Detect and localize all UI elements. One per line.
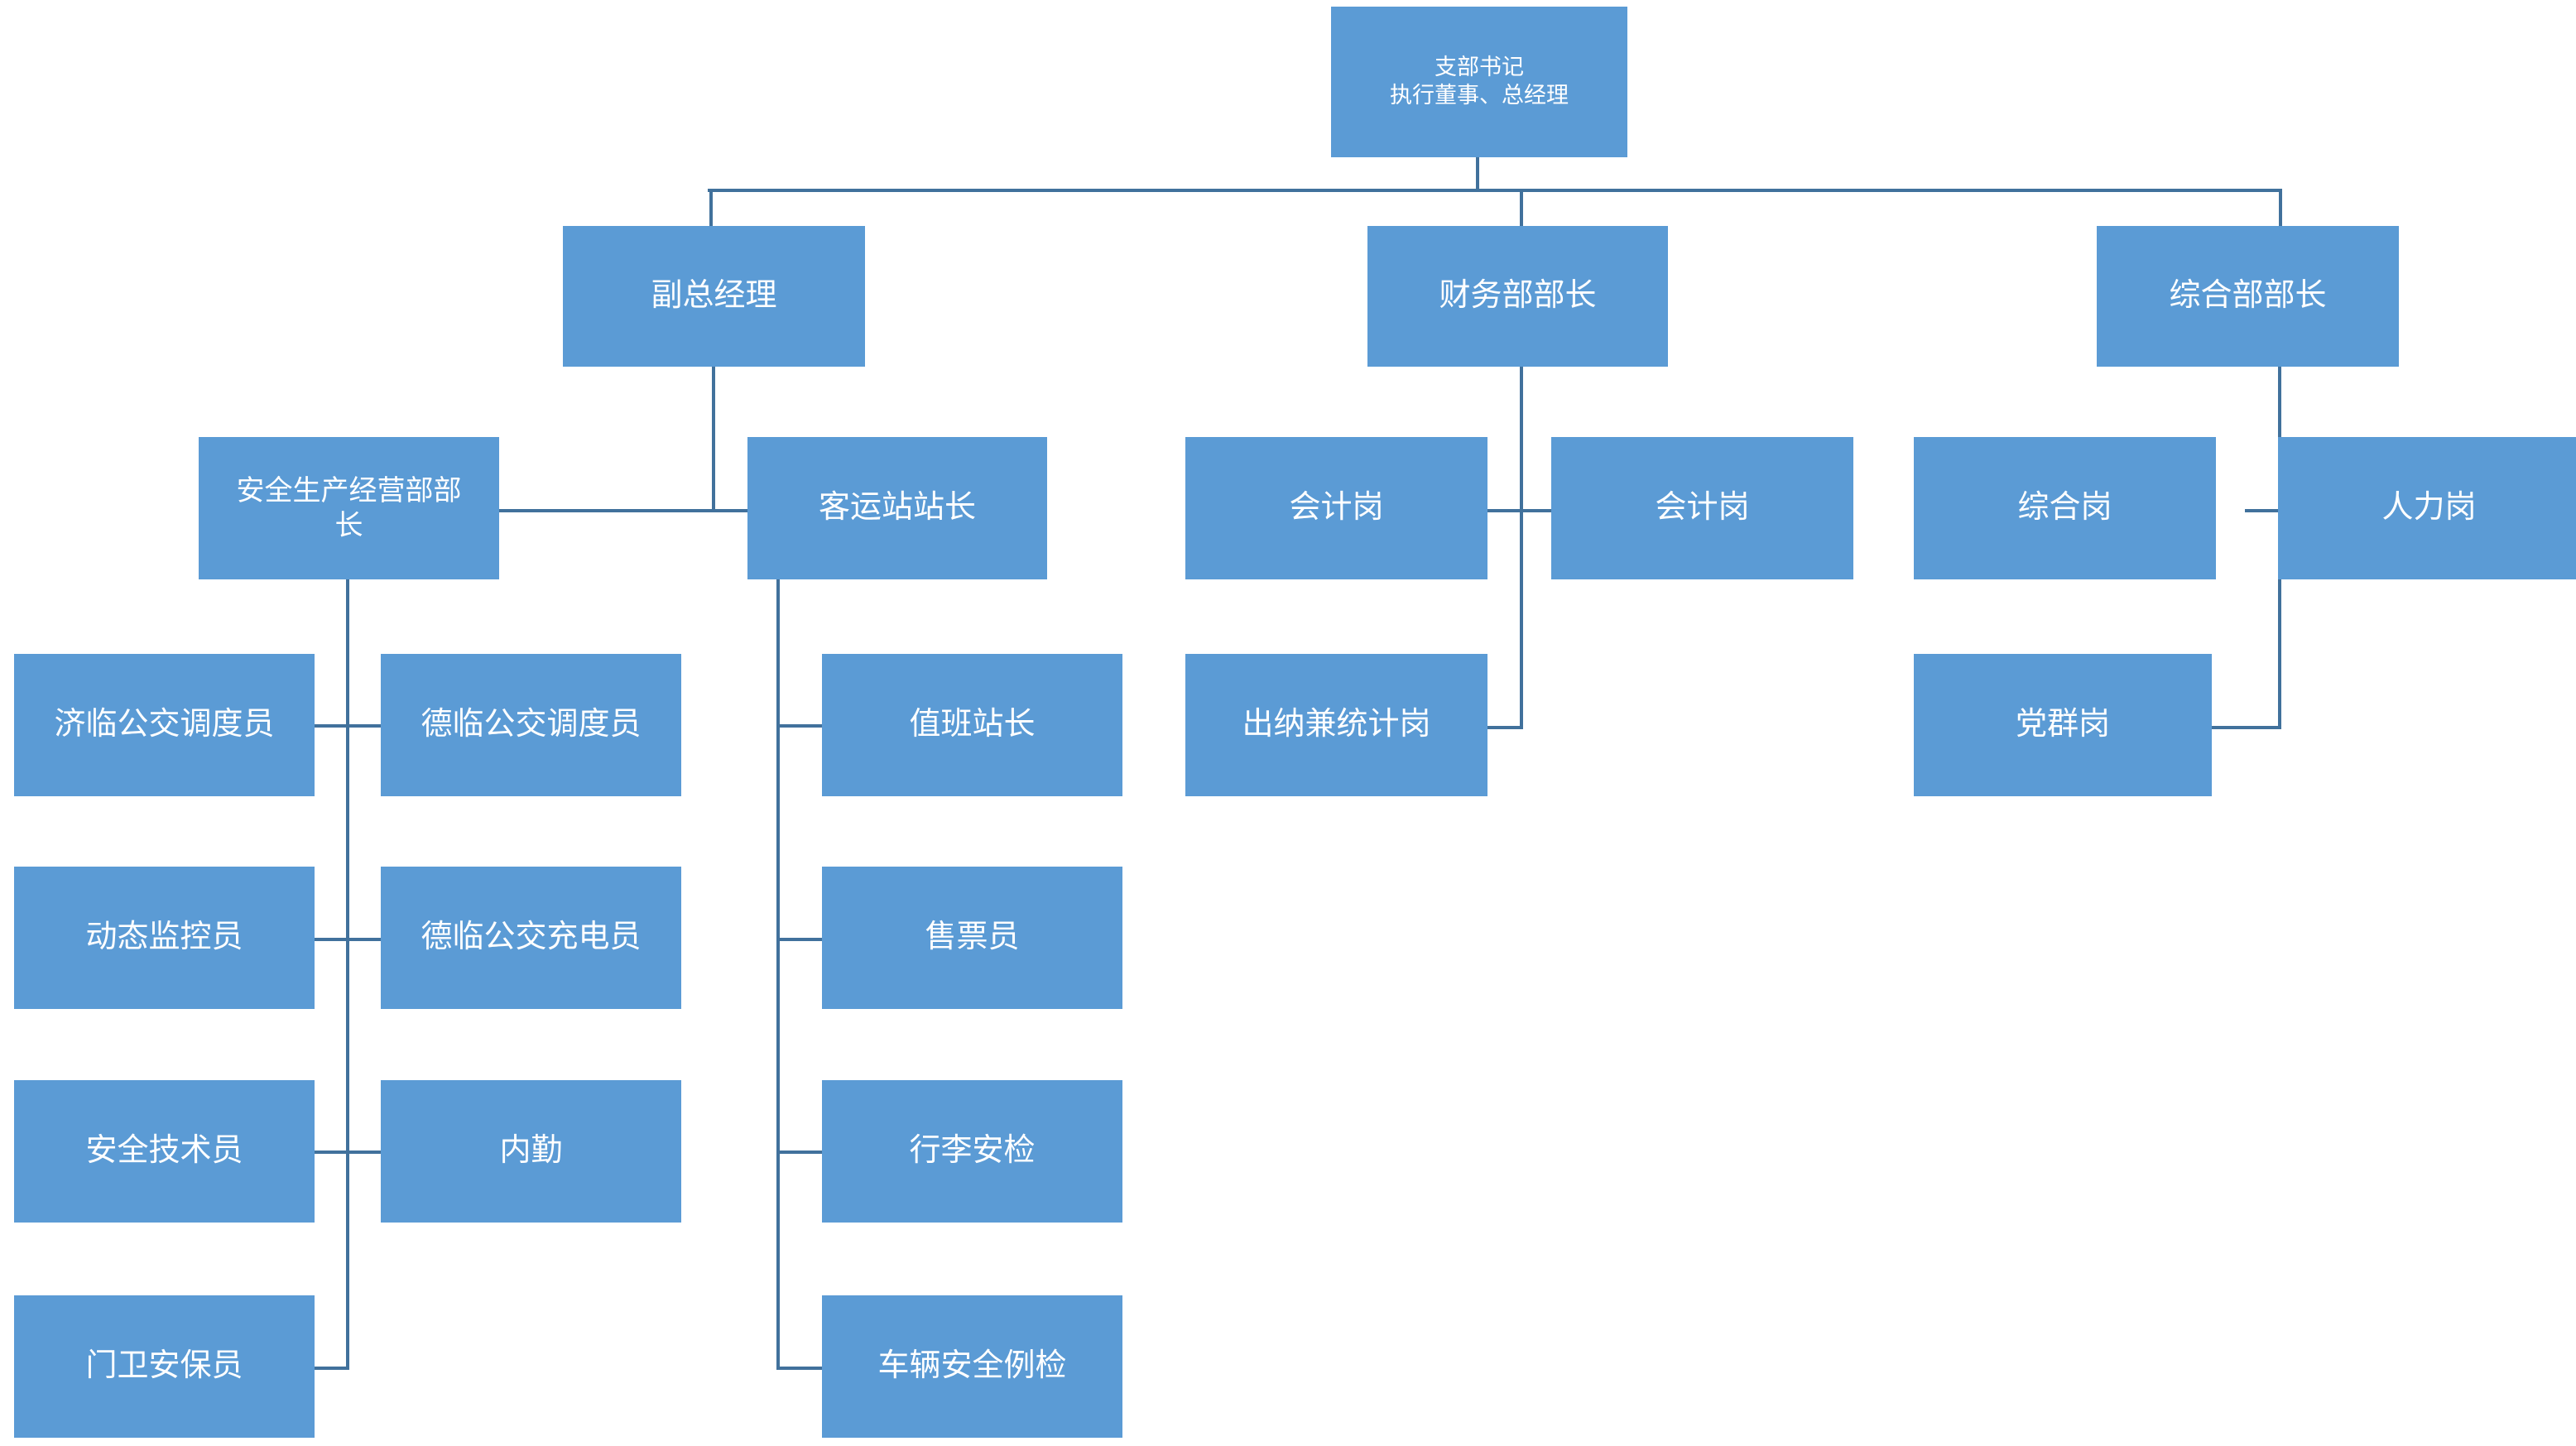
node-ticket-seller[interactable]: 售票员	[822, 867, 1122, 1009]
connector-finance-spine	[1520, 367, 1523, 729]
connector-station-row2	[776, 938, 824, 941]
node-jilin-dispatcher[interactable]: 济临公交调度员	[14, 654, 315, 796]
connector-drop-deputy-gm	[709, 189, 713, 226]
node-safety-dept-head[interactable]: 安全生产经营部部 长	[199, 437, 499, 579]
connector-drop-finance-head	[1520, 189, 1523, 226]
node-gate-guard-label: 门卫安保员	[85, 1348, 243, 1384]
node-duty-station-master[interactable]: 值班站长	[822, 654, 1122, 796]
connector-drop-general-head	[2279, 189, 2282, 226]
node-party-post[interactable]: 党群岗	[1914, 654, 2212, 796]
node-baggage-security[interactable]: 行李安检	[822, 1080, 1122, 1223]
connector-finance-row1	[1487, 509, 1553, 512]
node-general-post[interactable]: 综合岗	[1914, 437, 2216, 579]
node-duty-station-master-label: 值班站长	[909, 707, 1036, 742]
node-dynamic-monitor-label: 动态监控员	[85, 920, 243, 955]
node-delin-dispatcher[interactable]: 德临公交调度员	[381, 654, 681, 796]
node-accountant-1[interactable]: 会计岗	[1185, 437, 1487, 579]
node-station-master[interactable]: 客运站站长	[747, 437, 1047, 579]
connector-safety-row2	[315, 938, 381, 941]
node-gate-guard[interactable]: 门卫安保员	[14, 1295, 315, 1438]
node-delin-dispatcher-label: 德临公交调度员	[421, 707, 642, 742]
node-party-post-label: 党群岗	[2015, 707, 2110, 742]
connector-safety-row4	[315, 1367, 349, 1370]
node-hr-post-label: 人力岗	[2381, 490, 2477, 526]
node-accountant-2[interactable]: 会计岗	[1551, 437, 1853, 579]
connector-safety-row3	[315, 1151, 381, 1154]
connector-finance-row2	[1487, 726, 1523, 729]
node-root[interactable]: 支部书记 执行董事、总经理	[1331, 7, 1627, 157]
connector-safety-row1	[315, 724, 381, 728]
node-general-post-label: 综合岗	[2017, 490, 2112, 526]
node-finance-head[interactable]: 财务部部长	[1367, 226, 1668, 367]
node-general-head[interactable]: 综合部部长	[2097, 226, 2399, 367]
node-safety-technician[interactable]: 安全技术员	[14, 1080, 315, 1223]
node-cashier-stat[interactable]: 出纳兼统计岗	[1185, 654, 1487, 796]
connector-station-row1	[776, 724, 824, 728]
node-hr-post[interactable]: 人力岗	[2278, 437, 2576, 579]
node-ticket-seller-label: 售票员	[925, 920, 1020, 955]
connector-deputy-gm-spine	[712, 367, 715, 512]
connector-root-down	[1476, 156, 1479, 192]
connector-station-row4	[776, 1367, 824, 1370]
node-office-clerk[interactable]: 内勤	[381, 1080, 681, 1223]
node-delin-charger-label: 德临公交充电员	[421, 920, 642, 955]
node-baggage-security-label: 行李安检	[909, 1133, 1036, 1169]
node-dynamic-monitor[interactable]: 动态监控员	[14, 867, 315, 1009]
node-accountant-1-label: 会计岗	[1289, 490, 1384, 526]
connector-station-row3	[776, 1151, 824, 1154]
node-cashier-stat-label: 出纳兼统计岗	[1242, 707, 1431, 742]
connector-safety-spine	[346, 579, 349, 1370]
node-office-clerk-label: 内勤	[499, 1133, 563, 1169]
node-safety-technician-label: 安全技术员	[85, 1133, 243, 1169]
node-delin-charger[interactable]: 德临公交充电员	[381, 867, 681, 1009]
node-vehicle-inspection[interactable]: 车辆安全例检	[822, 1295, 1122, 1438]
node-general-head-label: 综合部部长	[2169, 278, 2327, 314]
node-vehicle-inspection-label: 车辆安全例检	[877, 1348, 1067, 1384]
node-jilin-dispatcher-label: 济临公交调度员	[54, 707, 275, 742]
connector-general-row2	[2210, 726, 2281, 729]
node-safety-dept-head-label: 安全生产经营部部 长	[236, 474, 462, 542]
node-station-master-label: 客运站站长	[818, 490, 976, 526]
node-deputy-gm-label: 副总经理	[651, 278, 777, 314]
node-root-label: 支部书记 执行董事、总经理	[1390, 55, 1569, 108]
node-accountant-2-label: 会计岗	[1655, 490, 1750, 526]
node-deputy-gm[interactable]: 副总经理	[563, 226, 865, 367]
connector-station-spine	[776, 579, 780, 1370]
node-finance-head-label: 财务部部长	[1439, 278, 1597, 314]
connector-deputy-gm-branch	[497, 509, 753, 512]
connector-level2-bus	[708, 189, 2282, 192]
